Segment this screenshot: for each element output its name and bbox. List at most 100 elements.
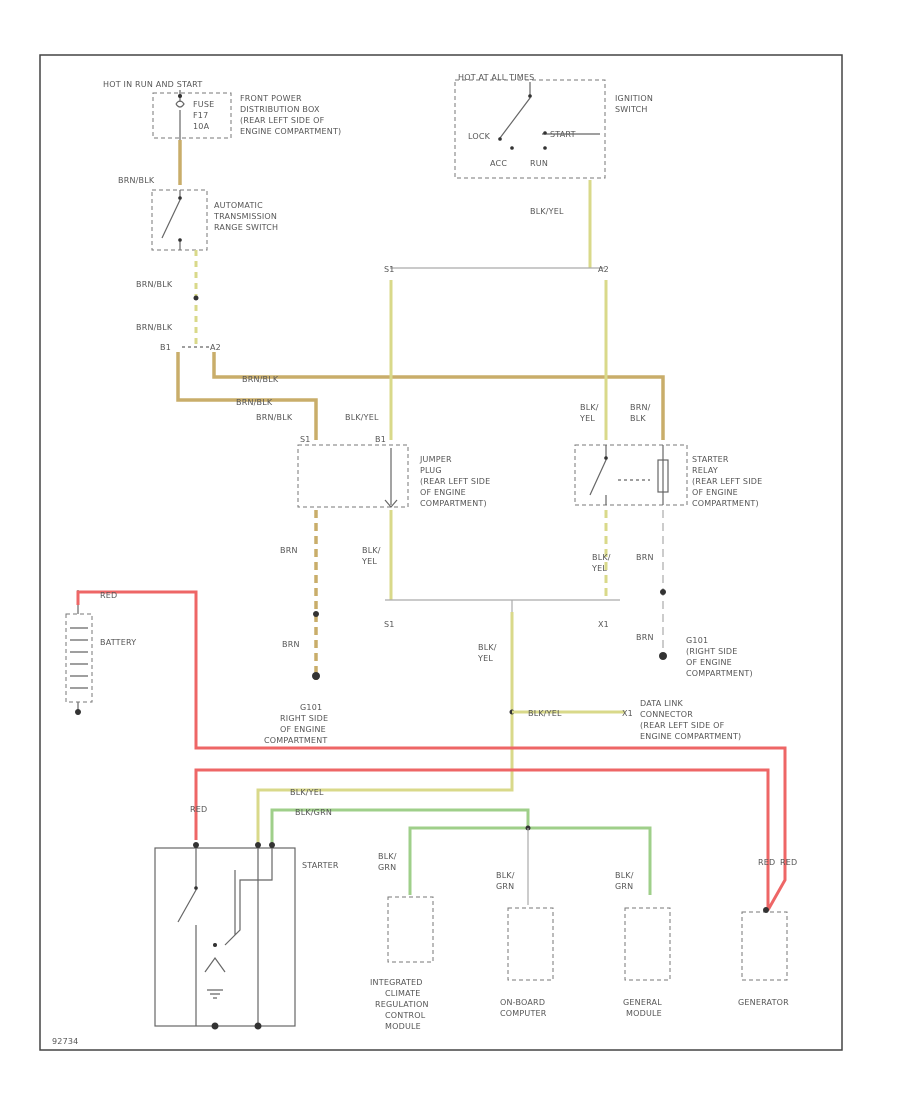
wire-label-brn-blk-5: BRN/BLK: [236, 398, 273, 407]
svg-text:BLK/: BLK/: [378, 852, 397, 861]
svg-text:GRN: GRN: [496, 882, 514, 891]
svg-text:REGULATION: REGULATION: [375, 1000, 429, 1009]
svg-text:INTEGRATED: INTEGRATED: [370, 978, 423, 987]
g101-ground-left: [312, 672, 320, 680]
wire-label-brn-1: BRN: [280, 546, 298, 555]
diagram-frame: [39, 54, 843, 1051]
svg-text:B1: B1: [375, 435, 386, 444]
wire-blk-yel-to-starter: [256, 612, 514, 845]
wire-label-brn-4: BRN: [636, 633, 654, 642]
svg-text:STARTER: STARTER: [692, 455, 729, 464]
svg-text:(REAR LEFT SIDE: (REAR LEFT SIDE: [420, 477, 490, 486]
svg-text:BRN/: BRN/: [630, 403, 651, 412]
wire-label-red-4: RED: [780, 858, 797, 867]
svg-text:ON-BOARD: ON-BOARD: [500, 998, 545, 1007]
wire-label-red-2: RED: [190, 805, 207, 814]
wire-blk-grn-starter: [270, 808, 530, 845]
starter-relay: STARTER RELAY (REAR LEFT SIDE OF ENGINE …: [574, 444, 762, 508]
ignition-acc-label: ACC: [490, 159, 507, 168]
svg-text:G101: G101: [300, 703, 322, 712]
terminal-s1-label-2: S1: [384, 620, 395, 629]
svg-text:(REAR LEFT SIDE: (REAR LEFT SIDE: [692, 477, 762, 486]
svg-text:BLK/: BLK/: [592, 553, 611, 562]
svg-text:OF ENGINE: OF ENGINE: [686, 658, 732, 667]
fuse-top-dot: [178, 94, 182, 98]
svg-text:JUMPER: JUMPER: [419, 455, 452, 464]
wire-blk-grn-modules: [408, 826, 652, 895]
svg-text:DISTRIBUTION BOX: DISTRIBUTION BOX: [240, 105, 320, 114]
terminal-s1-label-1: S1: [384, 265, 395, 274]
terminal-x1-label: X1: [598, 620, 609, 629]
fuse-label: FUSE: [193, 100, 214, 109]
svg-text:CONNECTOR: CONNECTOR: [640, 710, 693, 719]
wire-label-brn-blk-4: BRN/BLK: [242, 375, 279, 384]
svg-text:OF ENGINE: OF ENGINE: [280, 725, 326, 734]
terminal-a2-label-2: A2: [598, 265, 609, 274]
starter-motor: STARTER: [154, 842, 339, 1030]
splice-bus-bottom: [385, 599, 620, 612]
front-power-distribution-box: HOT IN RUN AND START FUSE F17 10A FRONT …: [103, 80, 341, 140]
wire-label-brn-blk-3: BRN/BLK: [136, 323, 173, 332]
svg-text:BLK/: BLK/: [478, 643, 497, 652]
svg-text:(REAR LEFT SIDE OF: (REAR LEFT SIDE OF: [640, 721, 725, 730]
svg-text:GRN: GRN: [378, 863, 396, 872]
svg-text:BLK/: BLK/: [362, 546, 381, 555]
generator: GENERATOR: [738, 907, 789, 1007]
svg-text:BLK: BLK: [630, 414, 646, 423]
svg-text:COMPARTMENT): COMPARTMENT): [686, 669, 753, 678]
svg-text:SWITCH: SWITCH: [615, 105, 648, 114]
starter-label: STARTER: [302, 861, 339, 870]
svg-text:YEL: YEL: [591, 564, 607, 573]
fuse-number-label: F17: [193, 111, 208, 120]
battery-label: BATTERY: [100, 638, 136, 647]
svg-text:RELAY: RELAY: [692, 466, 718, 475]
svg-text:DATA LINK: DATA LINK: [640, 699, 684, 708]
svg-text:OF ENGINE: OF ENGINE: [420, 488, 466, 497]
svg-text:YEL: YEL: [579, 414, 595, 423]
wire-label-blk-grn: BLK/GRN: [295, 808, 332, 817]
svg-text:CLIMATE: CLIMATE: [385, 989, 421, 998]
general-module: GENERAL MODULE: [623, 907, 671, 1018]
svg-text:COMPARTMENT): COMPARTMENT): [420, 499, 487, 508]
data-link-pin: X1: [622, 709, 633, 718]
svg-text:G101: G101: [686, 636, 708, 645]
svg-text:S1: S1: [300, 435, 311, 444]
svg-text:RANGE SWITCH: RANGE SWITCH: [214, 223, 278, 232]
wire-label-brn-blk-6: BRN/BLK: [256, 413, 293, 422]
wire-label-brn-blk-1: BRN/BLK: [118, 176, 155, 185]
svg-text:GRN: GRN: [615, 882, 633, 891]
svg-text:YEL: YEL: [477, 654, 493, 663]
wire-label-blk-yel-2: BLK/YEL: [345, 413, 379, 422]
svg-text:(RIGHT SIDE: (RIGHT SIDE: [686, 647, 738, 656]
wire-label-blk-yel-ign: BLK/YEL: [530, 207, 564, 216]
svg-text:(REAR LEFT SIDE OF: (REAR LEFT SIDE OF: [240, 116, 325, 125]
svg-text:RIGHT SIDE: RIGHT SIDE: [280, 714, 328, 723]
wire-label-red-1: RED: [100, 591, 117, 600]
svg-text:COMPARTMENT: COMPARTMENT: [264, 736, 327, 745]
fuse-amp-label: 10A: [193, 122, 210, 131]
svg-text:YEL: YEL: [361, 557, 377, 566]
svg-text:COMPUTER: COMPUTER: [500, 1009, 547, 1018]
generator-label: GENERATOR: [738, 998, 789, 1007]
svg-text:BLK/: BLK/: [615, 871, 634, 880]
climate-control-module: INTEGRATED CLIMATE REGULATION CONTROL MO…: [370, 896, 434, 1031]
wire-brn-blk-to-jumper: [176, 352, 318, 440]
svg-text:GENERAL: GENERAL: [623, 998, 662, 1007]
ignition-run-label: RUN: [530, 159, 548, 168]
wire-label-brn-blk-2: BRN/BLK: [136, 280, 173, 289]
svg-text:MODULE: MODULE: [626, 1009, 662, 1018]
svg-text:PLUG: PLUG: [420, 466, 442, 475]
battery: BATTERY: [65, 590, 136, 715]
hot-run-start-label: HOT IN RUN AND START: [103, 80, 202, 89]
svg-text:IGNITION: IGNITION: [615, 94, 653, 103]
svg-text:OF ENGINE: OF ENGINE: [692, 488, 738, 497]
wire-red-battery: [76, 590, 787, 911]
wire-label-blk-yel-dlc: BLK/YEL: [528, 709, 562, 718]
diagram-id: 92734: [52, 1037, 78, 1046]
svg-text:ENGINE COMPARTMENT): ENGINE COMPARTMENT): [240, 127, 341, 136]
wire-brn-blk-to-relay: [212, 352, 665, 440]
svg-text:BLK/: BLK/: [580, 403, 599, 412]
onboard-computer: ON-BOARD COMPUTER: [500, 907, 554, 1018]
jumper-plug: S1 B1 JUMPER PLUG (REAR LEFT SIDE OF ENG…: [297, 435, 490, 508]
